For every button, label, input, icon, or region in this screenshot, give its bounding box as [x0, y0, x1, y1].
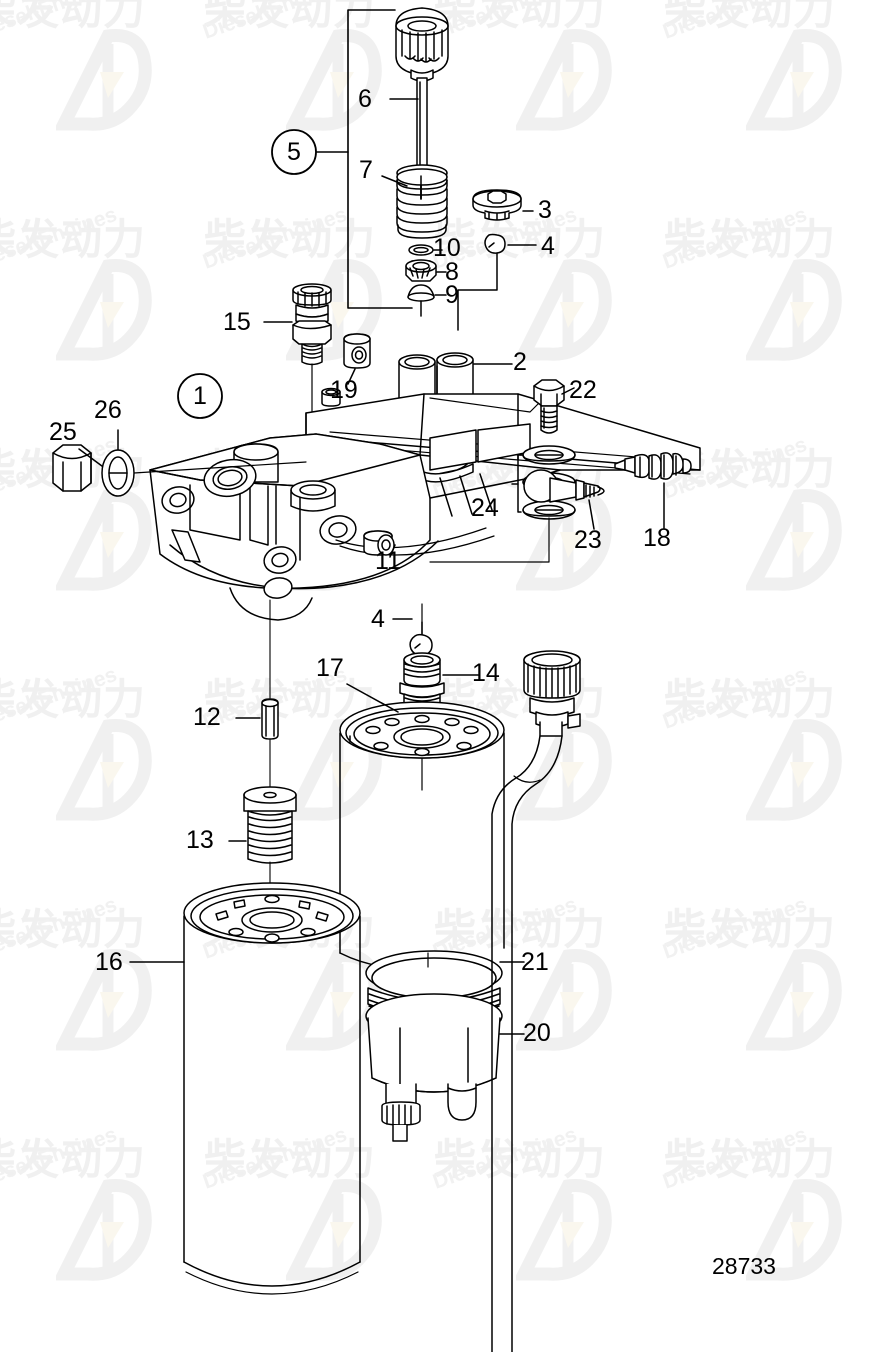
callout-o-ring: 4 [541, 232, 555, 260]
callout-circle-icon [177, 373, 223, 419]
callout-drain-plug: 11 [375, 547, 401, 575]
leader-23 [588, 499, 595, 530]
part-6-primer-knob [395, 7, 449, 200]
part-13-threaded-nipple [243, 786, 297, 864]
callout-banjo-connector: 18 [643, 524, 671, 552]
assembly-line-4 [457, 252, 498, 331]
part-4-o-ring-lower [409, 633, 433, 657]
part-15-pressure-sensor [292, 283, 332, 366]
leader-11 [389, 544, 396, 558]
part-8-valve-nut [405, 259, 437, 282]
callout-valve-cone: 9 [445, 281, 459, 309]
callout-primer-pump-rod: 6 [358, 85, 372, 113]
part-17-fuel-filter-upper [339, 701, 505, 970]
callout-threaded-nipple: 13 [186, 826, 214, 854]
callout-fuel-filter-upper: 17 [316, 654, 344, 682]
part-18-connector [614, 452, 692, 480]
leader-19 [347, 368, 356, 385]
callout-fuel-filter-housing-assembly: 1 [176, 372, 224, 420]
leader-22 [561, 387, 575, 395]
callout-sealing-washers: 24 [471, 494, 499, 522]
callout-filter-stud-nipple: 14 [472, 659, 500, 687]
callout-number: 1 [193, 381, 207, 410]
callout-filter-head-bracket: 2 [513, 348, 527, 376]
part-12-dowel-pin [261, 698, 279, 740]
callout-fuel-filter-lower: 16 [95, 948, 123, 976]
leader-26-to-housing [133, 461, 307, 474]
callout-spring: 7 [359, 156, 373, 184]
callout-banjo-fitting: 23 [574, 526, 602, 554]
leader-7 [381, 175, 408, 187]
leader-22-assembly [429, 397, 539, 413]
callout-sealing-washer: 26 [94, 396, 122, 424]
callout-o-ring-small: 10 [433, 234, 461, 262]
part-22-banjo-bolt [533, 379, 565, 434]
callout-banjo-bolt: 22 [569, 376, 597, 404]
part-19b-bushing [321, 387, 341, 407]
callout-hex-plug: 25 [49, 418, 77, 446]
part-25-hex-plug [52, 444, 92, 492]
callout-pressure-sensor: 15 [223, 308, 251, 336]
part-9-valve-cone [407, 284, 435, 302]
callout-spacer-bushing: 19 [330, 376, 358, 404]
part-4-o-ring-top [484, 233, 506, 254]
part-1-housing [149, 393, 701, 621]
part-7-spring [396, 164, 448, 239]
part-connector-cable [491, 650, 581, 1352]
part-19-spacer-bushing [343, 333, 371, 369]
part-26-sealing-washer [101, 449, 135, 497]
callout-plug: 3 [538, 196, 552, 224]
callout-sealing-ring: 21 [521, 948, 549, 976]
part-16-fuel-filter-lower [183, 882, 361, 1295]
callout-number: 5 [287, 137, 301, 166]
part-3-plug [472, 189, 522, 221]
callout-valve-nut: 8 [445, 258, 459, 286]
part-20-water-separator [365, 987, 503, 1142]
callout-o-ring: 4 [371, 605, 385, 633]
part-21-sealing-ring [365, 950, 503, 999]
leader-17 [346, 683, 399, 713]
callout-water-separator-bowl: 20 [523, 1019, 551, 1047]
leader-4-lower [392, 618, 423, 635]
part-10-o-ring [408, 244, 434, 256]
callout-dowel-pin: 12 [193, 703, 221, 731]
drawing-number: 28733 [712, 1253, 776, 1279]
callout-hand-primer-pump-assembly: 5 [270, 128, 318, 176]
